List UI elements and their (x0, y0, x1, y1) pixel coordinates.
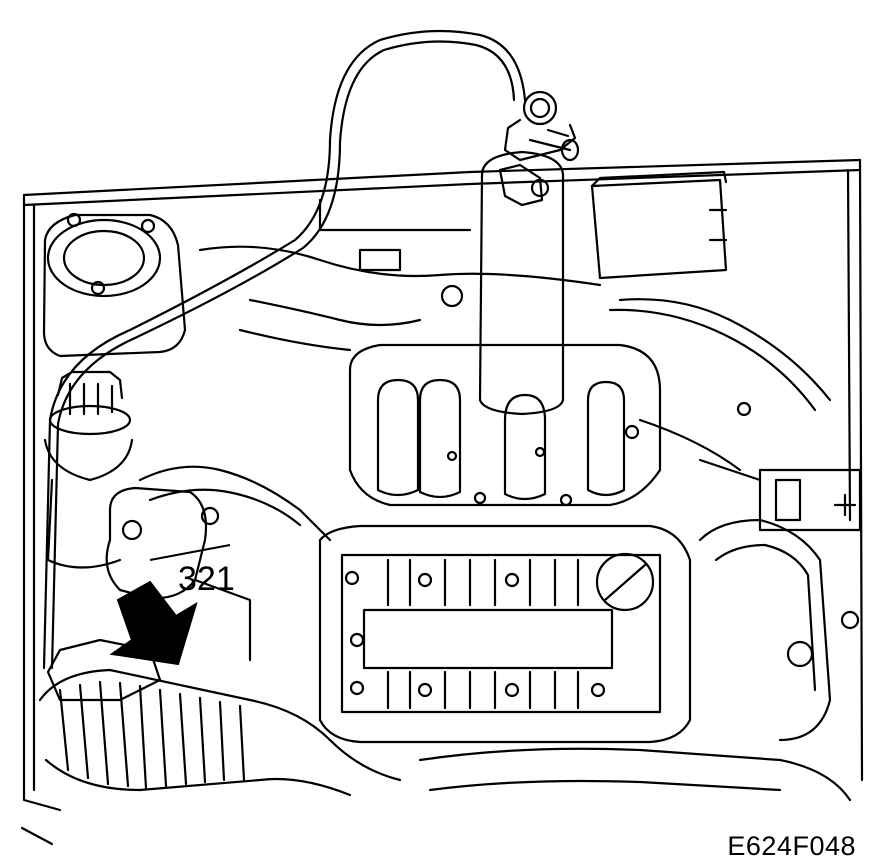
callout-arrow (109, 544, 231, 666)
callout-label: 321 (178, 560, 235, 598)
intake-manifold (348, 343, 662, 507)
coolant-pipe (418, 518, 860, 802)
pressure-gauge (503, 90, 580, 162)
strut-mount (105, 486, 252, 662)
expansion-tank (42, 212, 187, 358)
cam-cover (318, 524, 692, 744)
intake-hose (38, 638, 402, 797)
wiring-harness (121, 198, 832, 542)
body-edge-mark (20, 826, 54, 846)
control-box (590, 170, 728, 280)
reference-code: E624F048 (727, 831, 856, 861)
battery-terminal (758, 468, 862, 532)
tester-cylinder (478, 150, 565, 416)
tester-hose (42, 29, 527, 670)
reservoir-cap (43, 370, 134, 569)
